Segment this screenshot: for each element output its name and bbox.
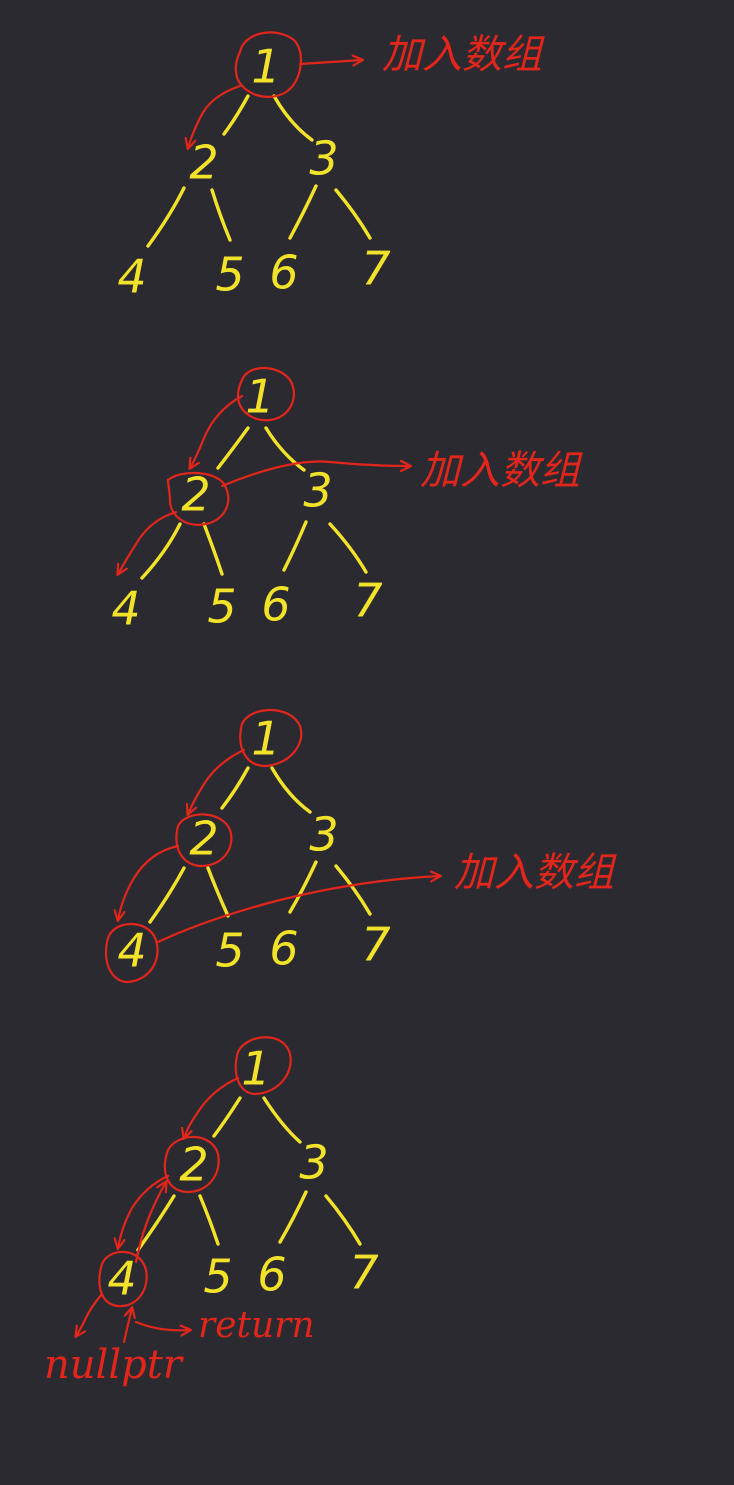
node-2: 2 [189, 136, 218, 190]
edge-1-2 [216, 426, 250, 470]
node-4: 4 [117, 250, 146, 304]
descend-arrow-2-4 [118, 844, 180, 920]
node-6: 6 [269, 922, 298, 976]
node-5: 5 [207, 580, 236, 634]
node-6: 6 [261, 578, 290, 632]
edge-3-7 [334, 188, 372, 240]
step-2-nodes: 1 2 3 4 5 6 7 [111, 370, 382, 636]
up-arrow-to-node-4 [122, 1308, 132, 1344]
add-to-array-note: 加入数组 [454, 850, 617, 896]
visited-circle-4 [98, 1250, 148, 1308]
edge-1-3 [264, 426, 306, 472]
node-3: 3 [309, 132, 338, 186]
edge-2-5 [202, 522, 224, 576]
return-arrow [134, 1320, 190, 1330]
node-2: 2 [189, 812, 218, 866]
edge-3-6 [282, 520, 308, 572]
step-1-annotations: 加入数组 [188, 31, 545, 148]
edge-1-2 [220, 766, 250, 810]
node-3: 3 [299, 1136, 328, 1190]
edge-3-7 [334, 864, 372, 916]
return-arrow-4-2 [134, 1182, 166, 1264]
node-2: 2 [181, 468, 210, 522]
step-4-annotations: nullptr return [44, 1036, 315, 1388]
step-3: 1 2 3 4 5 6 7 加入数组 [104, 708, 617, 984]
add-arrow [220, 462, 410, 488]
step-4-nodes: 1 2 3 4 5 6 7 [107, 1042, 378, 1306]
edge-1-2 [212, 1096, 242, 1138]
edge-1-2 [222, 94, 250, 136]
step-1: 1 2 3 4 5 6 7 加入数组 [117, 31, 545, 304]
step-2-edges [140, 426, 368, 580]
node-4: 4 [107, 1252, 136, 1306]
step-4: 1 2 3 4 5 6 7 nullptr return [44, 1036, 379, 1388]
add-to-array-note: 加入数组 [420, 448, 583, 494]
step-2-annotations: 加入数组 [118, 367, 583, 574]
visited-circle-1 [236, 367, 296, 422]
edge-1-3 [270, 766, 312, 814]
edge-1-3 [272, 94, 314, 142]
edge-3-6 [288, 184, 318, 240]
edge-3-6 [278, 1190, 308, 1244]
node-5: 5 [215, 924, 244, 978]
node-6: 6 [269, 246, 298, 300]
node-3: 3 [309, 808, 338, 862]
descend-arrow-1-2 [190, 394, 244, 468]
node-6: 6 [257, 1248, 286, 1302]
edge-3-6 [288, 860, 318, 914]
node-7: 7 [353, 574, 382, 628]
step-3-edges [148, 766, 372, 924]
add-to-array-note: 加入数组 [382, 32, 545, 78]
visited-circle-1 [234, 31, 302, 98]
descend-arrow-2-4 [118, 510, 178, 574]
node-4: 4 [111, 582, 140, 636]
node-1: 1 [251, 40, 280, 94]
node-7: 7 [349, 1246, 378, 1300]
node-7: 7 [361, 918, 390, 972]
node-7: 7 [361, 242, 390, 296]
nullptr-label: nullptr [44, 1342, 185, 1388]
edge-2-5 [198, 1194, 220, 1246]
add-arrow [298, 60, 362, 64]
node-4: 4 [117, 924, 146, 978]
node-5: 5 [215, 248, 244, 302]
node-1: 1 [241, 1042, 270, 1096]
node-1: 1 [245, 370, 274, 424]
descend-arrow-1-2 [188, 748, 246, 814]
visited-circle-2 [166, 471, 230, 526]
add-arrow [156, 876, 440, 944]
step-3-annotations: 加入数组 [104, 708, 617, 984]
edge-1-3 [262, 1096, 302, 1144]
node-1: 1 [251, 712, 280, 766]
descend-arrow-1-2 [184, 1076, 240, 1138]
step-1-edges [146, 94, 372, 248]
edge-2-5 [210, 188, 232, 242]
node-3: 3 [303, 464, 332, 518]
edge-3-7 [324, 1194, 362, 1246]
edge-2-4 [148, 866, 186, 924]
edge-2-4 [140, 522, 182, 580]
edge-2-4 [146, 186, 186, 248]
descend-arrow [188, 84, 242, 148]
edge-2-4 [136, 1194, 176, 1252]
null-arrow [76, 1292, 104, 1336]
visited-circle-1 [239, 708, 303, 768]
node-5: 5 [203, 1250, 232, 1304]
node-2: 2 [179, 1138, 208, 1192]
return-label: return [198, 1305, 315, 1346]
step-2: 1 2 3 4 5 6 7 加入数组 [111, 367, 583, 636]
step-1-nodes: 1 2 3 4 5 6 7 [117, 40, 390, 304]
visited-circle-2 [163, 1135, 220, 1194]
visited-circle-2 [175, 813, 233, 868]
step-4-edges [136, 1096, 362, 1252]
descend-arrow-2-4 [118, 1174, 170, 1248]
visited-circle-1 [234, 1036, 292, 1096]
edge-2-5 [206, 866, 230, 918]
edge-3-7 [328, 522, 368, 574]
visited-circle-4 [104, 923, 159, 984]
step-3-nodes: 1 2 3 4 5 6 7 [117, 712, 390, 978]
